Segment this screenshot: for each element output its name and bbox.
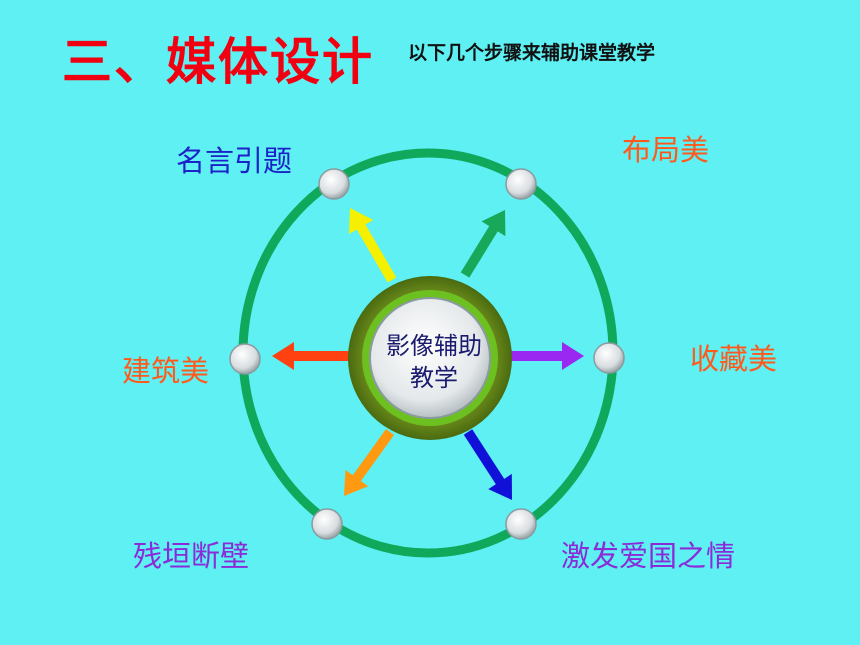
node-ball-ruins bbox=[311, 508, 343, 540]
slide-title: 三、媒体设计 bbox=[62, 33, 374, 91]
arrow-architecture bbox=[272, 342, 358, 370]
arrow-layout bbox=[460, 210, 506, 278]
node-label-quote: 名言引题 bbox=[176, 144, 293, 178]
arrow-collection bbox=[508, 342, 584, 370]
hub-inner bbox=[369, 297, 491, 419]
node-label-collection: 收藏美 bbox=[690, 342, 778, 376]
node-label-architecture: 建筑美 bbox=[122, 354, 210, 388]
center-label-line2: 教学 bbox=[410, 364, 458, 392]
arrow-ruins bbox=[344, 429, 395, 496]
node-ball-quote bbox=[318, 168, 350, 200]
node-label-patriotism: 激发爱国之情 bbox=[561, 539, 736, 573]
arrow-patriotism bbox=[463, 429, 512, 500]
node-label-layout: 布局美 bbox=[622, 133, 710, 167]
center-label: 影像辅助 教学 bbox=[364, 330, 504, 394]
node-label-ruins: 残垣断壁 bbox=[133, 539, 250, 573]
node-ball-architecture bbox=[229, 343, 261, 375]
slide-subtitle: 以下几个步骤来辅助课堂教学 bbox=[408, 42, 656, 64]
node-ball-patriotism bbox=[505, 508, 537, 540]
arrow-group bbox=[272, 208, 584, 500]
node-group bbox=[229, 168, 625, 540]
node-ball-collection bbox=[593, 342, 625, 374]
node-ball-layout bbox=[505, 168, 537, 200]
arrow-quote bbox=[348, 208, 397, 283]
center-label-line1: 影像辅助 bbox=[386, 332, 482, 360]
